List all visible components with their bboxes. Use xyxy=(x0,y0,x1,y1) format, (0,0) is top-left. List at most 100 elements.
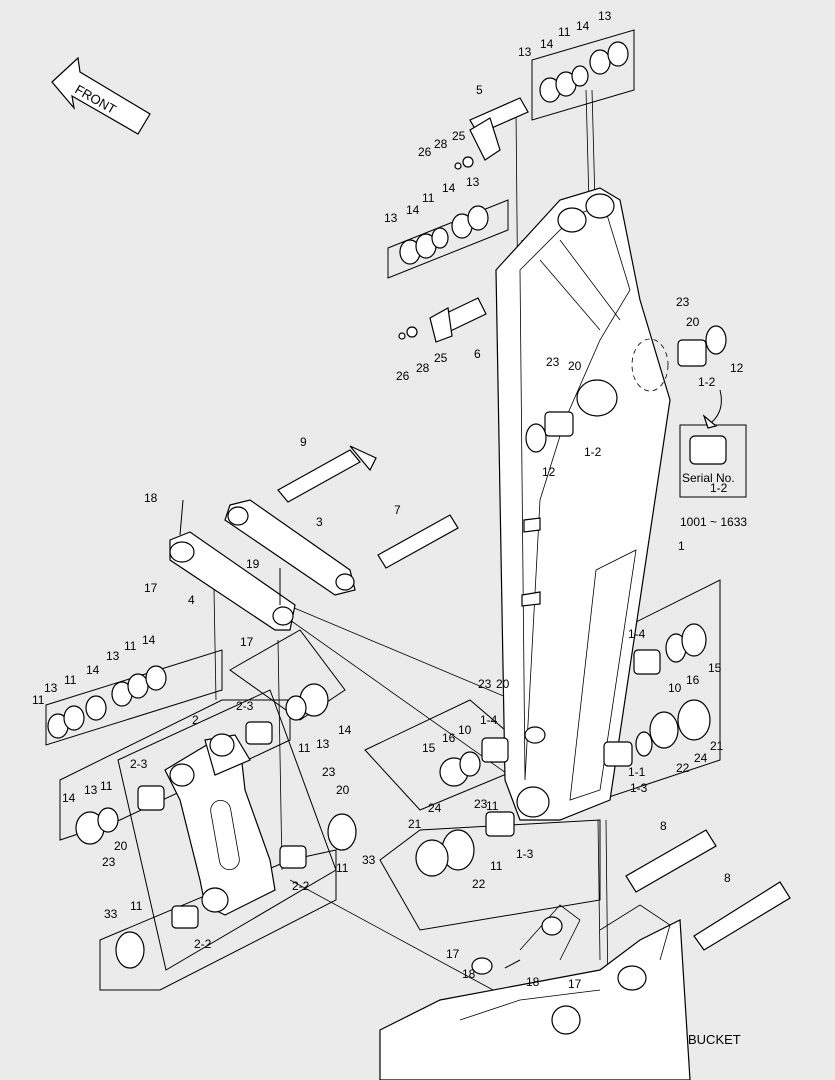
callout-label: 13 xyxy=(466,175,480,189)
callout-label: 18 xyxy=(462,967,476,981)
callout-label: 23 xyxy=(322,765,336,779)
callout-label: 22 xyxy=(676,761,690,775)
callout-label: 11 xyxy=(486,799,499,813)
callout-label: 22 xyxy=(472,877,486,891)
callout-label: 8 xyxy=(660,819,667,833)
callout-label: 17 xyxy=(144,581,158,595)
callout-label: 13 xyxy=(518,45,532,59)
callout-label: 13 xyxy=(316,737,330,751)
callout-label: 23 xyxy=(102,855,116,869)
callout-label: 23 xyxy=(478,677,492,691)
callout-label: 16 xyxy=(686,673,700,687)
callout-label: 11 xyxy=(64,673,77,687)
front-arrow-icon: FRONT xyxy=(51,56,151,135)
callout-label: 17 xyxy=(446,947,460,961)
callout-label: 14 xyxy=(406,203,420,217)
callout-label: 25 xyxy=(434,351,448,365)
callout-label: 14 xyxy=(576,19,590,33)
callout-label: 11 xyxy=(558,25,571,39)
callout-label: 5 xyxy=(476,83,483,97)
callout-label: 20 xyxy=(114,839,128,853)
callout-label: 12 xyxy=(542,465,556,479)
callout-label: 26 xyxy=(396,369,410,383)
callout-label: 20 xyxy=(568,359,582,373)
callout-label: 18 xyxy=(526,975,540,989)
callout-label: 1-4 xyxy=(480,713,498,727)
arm-assembly xyxy=(495,187,671,821)
callout-label: 1-2 xyxy=(710,481,728,495)
callout-label: 17 xyxy=(568,977,582,991)
callout-label: 2-3 xyxy=(236,699,254,713)
callout-label: 28 xyxy=(434,137,448,151)
callout-label: 24 xyxy=(428,801,442,815)
serial-arrow-icon xyxy=(702,389,722,429)
callout-label: 1 xyxy=(678,539,685,553)
callout-label: 11 xyxy=(124,639,137,653)
callout-label: 15 xyxy=(422,741,436,755)
callout-label: 3 xyxy=(316,515,323,529)
callout-label: 9 xyxy=(300,435,307,449)
callout-label: 19 xyxy=(246,557,260,571)
callout-label: 11 xyxy=(298,741,311,755)
callout-label: 11 xyxy=(100,779,113,793)
callout-label: 13 xyxy=(106,649,120,663)
callout-label: 20 xyxy=(336,783,350,797)
pins xyxy=(277,97,791,951)
callout-label: 11 xyxy=(422,191,435,205)
callout-label: 15 xyxy=(708,661,722,675)
callout-label: 2-2 xyxy=(194,937,212,951)
callout-label: 10 xyxy=(458,723,472,737)
serial-line1: Serial No. xyxy=(682,471,735,485)
callout-label: 11 xyxy=(32,693,45,707)
callout-label: 12 xyxy=(730,361,744,375)
callout-label: 1-3 xyxy=(516,847,534,861)
callout-label: 14 xyxy=(442,181,456,195)
bucket xyxy=(379,904,691,1080)
callout-label: 13 xyxy=(84,783,98,797)
callout-label: 23 xyxy=(546,355,560,369)
callout-label: 13 xyxy=(44,681,58,695)
callout-label: 1-4 xyxy=(628,627,646,641)
callout-label: 23 xyxy=(474,797,488,811)
callout-label: 26 xyxy=(418,145,432,159)
callout-label: 2-3 xyxy=(130,757,148,771)
callout-label: 2-2 xyxy=(292,879,310,893)
callout-label: 25 xyxy=(452,129,466,143)
callout-label: 23 xyxy=(676,295,690,309)
callout-label: 8 xyxy=(724,871,731,885)
callout-label: 18 xyxy=(144,491,158,505)
callout-label: 6 xyxy=(474,347,481,361)
serial-line2: 1001 ~ 1633 xyxy=(680,515,747,529)
callout-label: 4 xyxy=(188,593,195,607)
callout-label: 1-2 xyxy=(698,375,716,389)
callout-label: 1-3 xyxy=(630,781,648,795)
callout-label: 16 xyxy=(442,731,456,745)
callout-label: 14 xyxy=(338,723,352,737)
callout-label: 1-1 xyxy=(628,765,646,779)
bucket-label: BUCKET xyxy=(688,1032,741,1047)
callout-label: 11 xyxy=(336,861,349,875)
callout-label: 14 xyxy=(86,663,100,677)
callout-label: 13 xyxy=(598,9,612,23)
callout-label: 1-2 xyxy=(584,445,602,459)
callout-label: 7 xyxy=(394,503,401,517)
callout-label: 10 xyxy=(668,681,682,695)
callout-label: 11 xyxy=(490,859,503,873)
callout-label: 28 xyxy=(416,361,430,375)
callout-label: 21 xyxy=(710,739,724,753)
callout-label: 14 xyxy=(540,37,554,51)
callout-label: 17 xyxy=(240,635,254,649)
callout-label: 21 xyxy=(408,817,422,831)
callout-label: 33 xyxy=(362,853,376,867)
hardware-parts xyxy=(47,41,727,1061)
callout-label: 14 xyxy=(62,791,76,805)
callout-label: 14 xyxy=(142,633,156,647)
callout-label: 2 xyxy=(192,713,199,727)
callout-label: 24 xyxy=(694,751,708,765)
callout-label: 20 xyxy=(686,315,700,329)
links xyxy=(164,499,356,916)
callout-label: 13 xyxy=(384,211,398,225)
callout-label: 33 xyxy=(104,907,118,921)
